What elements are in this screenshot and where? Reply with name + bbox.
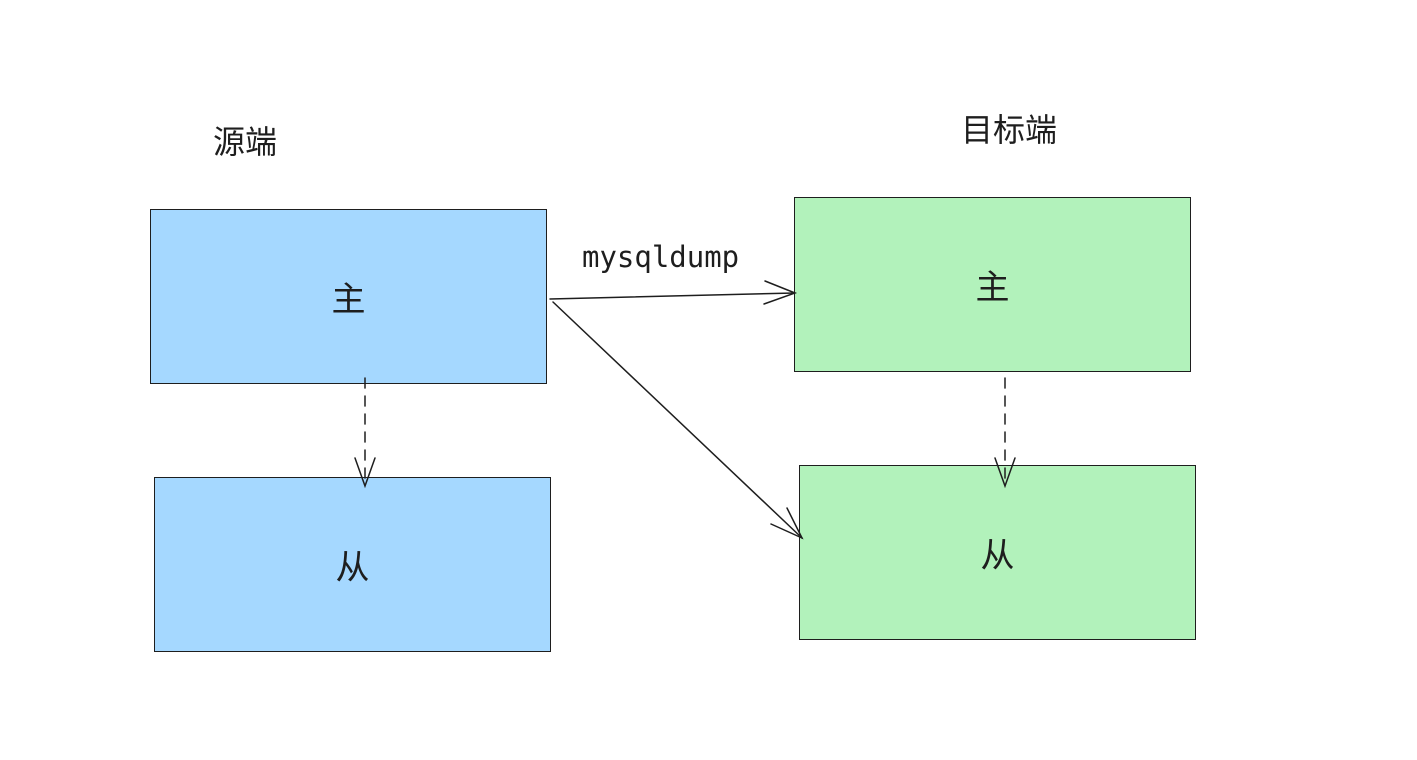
dump-to-target-slave-arrow: [552, 301, 804, 540]
source-master-label: 主: [331, 280, 366, 320]
target-slave-box[interactable]: 从: [799, 465, 1196, 640]
target-replication-arrow: [994, 377, 1016, 489]
source-heading: 源端: [213, 123, 278, 161]
mysqldump-edge-label: mysqldump: [582, 240, 740, 274]
dump-to-target-master-arrow: [549, 280, 798, 305]
source-slave-box[interactable]: 从: [154, 477, 551, 652]
source-slave-label: 从: [335, 548, 370, 588]
target-heading: 目标端: [961, 111, 1058, 149]
target-master-label: 主: [975, 268, 1010, 308]
target-master-box[interactable]: 主: [794, 197, 1191, 372]
source-master-box[interactable]: 主: [150, 209, 547, 384]
source-replication-arrow: [354, 377, 376, 489]
target-slave-label: 从: [980, 536, 1015, 576]
